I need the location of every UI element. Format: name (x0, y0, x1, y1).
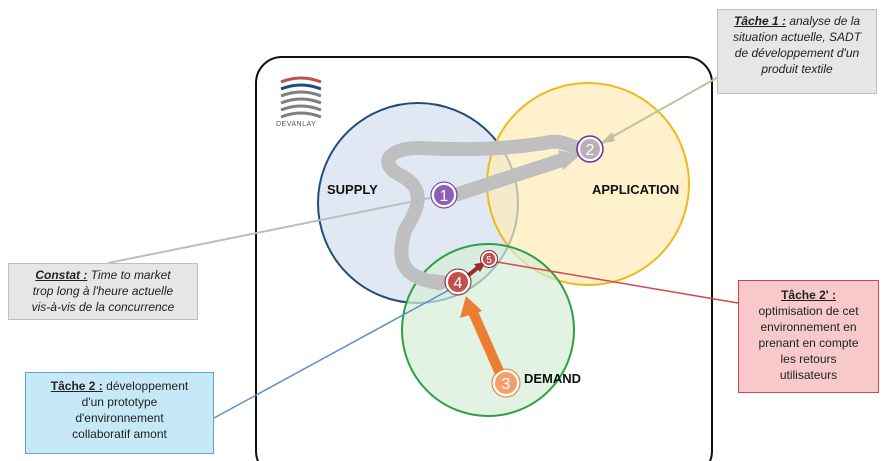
constat-line-1: trop long à l'heure actuelle (32, 284, 174, 298)
demand-circle (401, 243, 575, 417)
tache2-line-1: d'un prototype (81, 395, 158, 409)
grey-flow-arrowhead-4 (432, 274, 448, 291)
tache2-line-2: d'environnement (75, 411, 164, 425)
tache2prime-line-2: prenant en compte (758, 336, 859, 350)
constat-head: Constat : (35, 268, 88, 282)
grey-arrow-1-2-head (558, 150, 580, 170)
tache1-callout: Tâche 1 : analyse de la situation actuel… (717, 9, 877, 94)
tache2prime-line-4: utilisateurs (779, 368, 838, 382)
application-label: APPLICATION (592, 182, 679, 197)
frame-border (255, 56, 713, 461)
tache1-line-3: produit textile (761, 62, 833, 76)
logo-text: DEVANLAY (276, 121, 317, 128)
orange-arrow-3-4-head (460, 296, 482, 318)
tache2-connector (213, 289, 450, 419)
tache2prime-line-1: environnement en (760, 320, 857, 334)
node-3-label: 3 (502, 376, 511, 393)
tache2prime-head: Tâche 2' : (781, 288, 836, 302)
supply-label: SUPPLY (327, 182, 378, 197)
tache1-head: Tâche 1 : (733, 14, 786, 28)
node-1: 1 (430, 181, 458, 209)
orange-arrow-3-4 (467, 307, 507, 381)
node-4-label: 4 (454, 275, 463, 292)
grey-flow-arrow (381, 134, 582, 290)
tache2-line-0: développement (106, 379, 189, 393)
node-1-label: 1 (440, 188, 449, 205)
tache2prime-line-0: optimisation de cet (758, 304, 859, 318)
constat-connector (107, 197, 431, 264)
tache2-head: Tâche 2 : (50, 379, 103, 393)
tache2-callout: Tâche 2 : développement d'un prototype d… (25, 372, 214, 454)
node-2: 2 (576, 135, 604, 163)
tache1-line-2: de développement d'un (734, 46, 860, 60)
node-5-label: 5 (486, 255, 492, 266)
constat-callout: Constat : Time to market trop long à l'h… (8, 263, 198, 320)
demand-label: DEMAND (524, 371, 581, 386)
devanlay-logo (279, 76, 323, 122)
tache1-connector-head (600, 132, 615, 144)
node-4: 4 (444, 268, 472, 296)
node-2-label: 2 (586, 142, 595, 159)
constat-line-2: vis-à-vis de la concurrence (31, 300, 175, 314)
tache2prime-callout: Tâche 2' : optimisation de cet environne… (738, 280, 879, 393)
tache2prime-connector (496, 261, 739, 304)
tache2-line-3: collaboratif amont (72, 427, 167, 441)
constat-line-0: Time to market (90, 268, 171, 282)
node-3: 3 (491, 368, 521, 398)
grey-arrow-1-2 (452, 153, 565, 202)
node-5: 5 (480, 250, 498, 268)
tache2prime-line-3: les retours (780, 352, 837, 366)
tache1-line-0: analyse de la (789, 14, 861, 28)
tache1-line-1: situation actuelle, SADT (732, 30, 862, 44)
